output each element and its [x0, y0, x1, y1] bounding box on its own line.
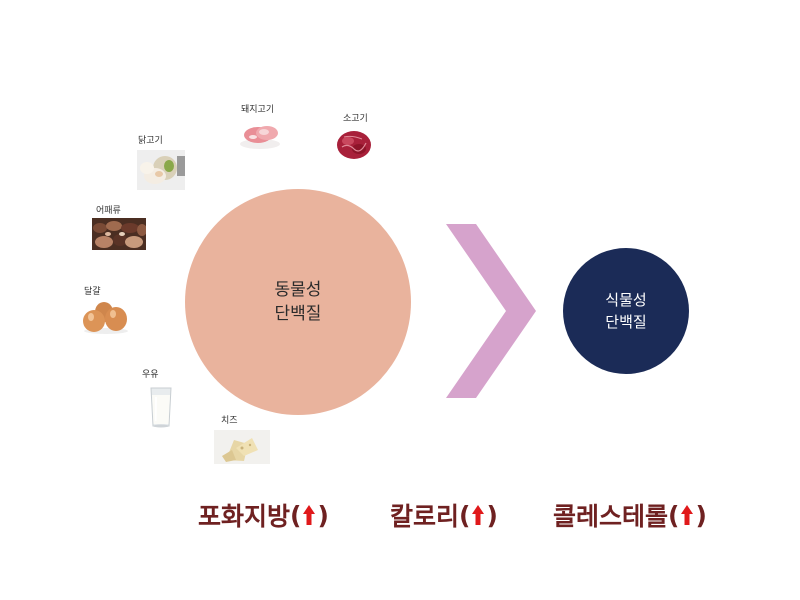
food-label-milk: 우유 [142, 370, 159, 380]
chicken-icon [137, 150, 185, 190]
open-paren: ( [459, 500, 471, 530]
close-paren: ) [486, 500, 498, 530]
beef-icon [334, 127, 374, 161]
effect-text: 칼로리 [390, 502, 460, 531]
effect-text: 콜레스테롤 [553, 502, 669, 531]
milk-icon [148, 385, 174, 429]
pork-icon [238, 120, 282, 150]
effect-saturated-fat: 포화지방 ( ) [198, 497, 329, 533]
eggs-icon [80, 300, 130, 334]
chevron-right-icon [446, 224, 538, 402]
plant-protein-circle: 식물성 단백질 [563, 248, 689, 374]
open-paren: ( [668, 500, 680, 530]
effect-text: 포화지방 [198, 502, 291, 531]
food-label-beef: 소고기 [343, 114, 368, 124]
food-label-seafood: 어패류 [96, 206, 121, 216]
open-paren: ( [290, 500, 302, 530]
animal-protein-circle: 동물성 단백질 [185, 189, 411, 415]
food-label-cheese: 치즈 [221, 416, 238, 426]
up-arrow-icon [681, 505, 694, 525]
plant-protein-label-line1: 식물성 [605, 291, 647, 309]
food-label-chicken: 닭고기 [138, 136, 163, 146]
effect-calories: 칼로리 ( ) [390, 497, 498, 533]
animal-protein-label-line1: 동물성 [274, 280, 322, 300]
close-paren: ) [695, 500, 707, 530]
seafood-icon [92, 218, 146, 250]
close-paren: ) [317, 500, 329, 530]
animal-protein-label-line2: 단백질 [274, 304, 322, 324]
cheese-icon [214, 430, 270, 464]
food-label-pork: 돼지고기 [241, 105, 275, 115]
effect-cholesterol: 콜레스테롤 ( ) [553, 497, 707, 533]
up-arrow-icon [472, 505, 485, 525]
plant-protein-label-line2: 단백질 [605, 313, 647, 331]
up-arrow-icon [303, 505, 316, 525]
food-label-eggs: 달걀 [84, 287, 101, 297]
